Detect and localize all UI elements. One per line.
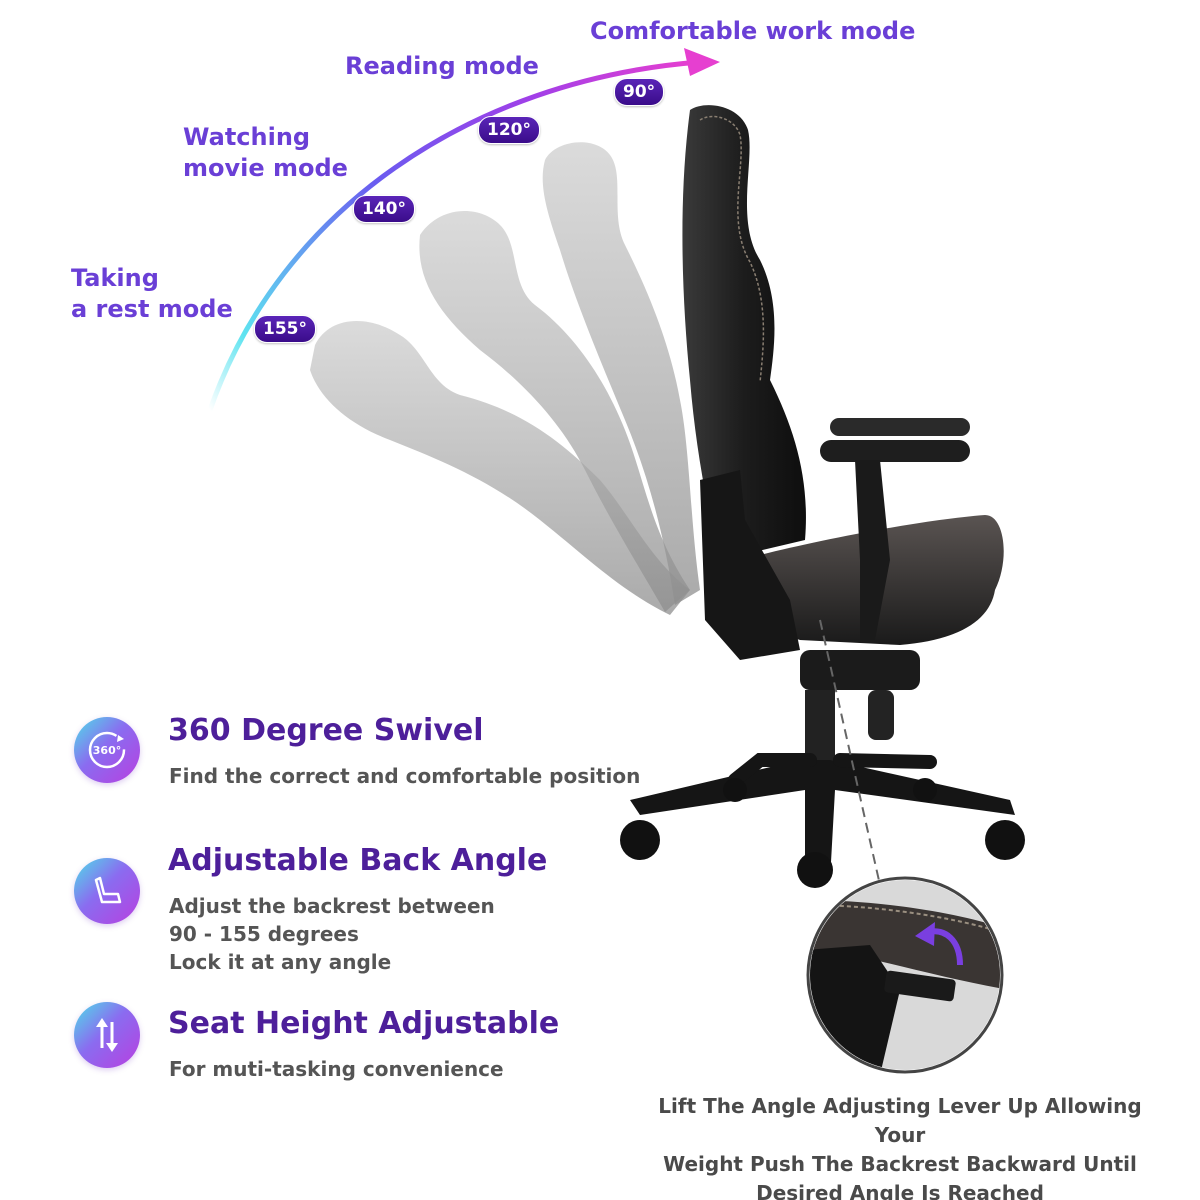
feature-desc-seat-height: For muti-tasking convenience	[169, 1057, 504, 1081]
angle-badge-90: 90°	[614, 78, 665, 106]
caster-wheel	[985, 820, 1025, 860]
mode-label-watching-movie: Watching movie mode	[183, 123, 348, 182]
tilt-mechanism	[800, 650, 920, 690]
recline-seat-icon	[74, 858, 140, 924]
angle-badge-140: 140°	[353, 195, 415, 223]
feature-desc-swivel: Find the correct and comfortable positio…	[169, 764, 641, 788]
armrest-pad	[820, 440, 970, 462]
backrest-140-ghost	[419, 211, 690, 613]
angle-badge-120: 120°	[478, 116, 540, 144]
feature-desc-back-angle: Adjust the backrest between 90 - 155 deg…	[169, 894, 495, 974]
chair-backrest	[682, 105, 806, 561]
mode-label-taking-rest: Taking a rest mode	[71, 264, 233, 323]
up-down-arrows-icon	[74, 1002, 140, 1068]
feature-title-seat-height: Seat Height Adjustable	[168, 1006, 560, 1041]
lever-instruction-caption: Lift The Angle Adjusting Lever Up Allowi…	[658, 1094, 1142, 1200]
arc-arrowhead	[684, 48, 720, 76]
mode-label-comfortable-work: Comfortable work mode	[590, 17, 916, 45]
rotate-360-icon-label: 360°	[93, 744, 121, 757]
armrest-post	[855, 460, 890, 640]
feature-title-back-angle: Adjustable Back Angle	[168, 843, 548, 878]
recline-hinge	[700, 470, 800, 660]
caster-wheel	[797, 852, 833, 888]
zoom-guide-line	[819, 619, 881, 886]
mode-label-reading: Reading mode	[345, 52, 539, 80]
caster-wheel	[913, 778, 937, 802]
feature-title-swivel: 360 Degree Swivel	[168, 713, 484, 748]
recline-arc	[207, 59, 703, 413]
backrest-155-ghost	[310, 321, 690, 615]
angle-badge-155: 155°	[254, 315, 316, 343]
rotate-360-icon: 360°	[74, 717, 140, 783]
caster-wheel	[620, 820, 660, 860]
lever-zoom-view	[806, 876, 1004, 1074]
caster-wheel	[723, 778, 747, 802]
backrest-120-ghost	[542, 142, 700, 605]
